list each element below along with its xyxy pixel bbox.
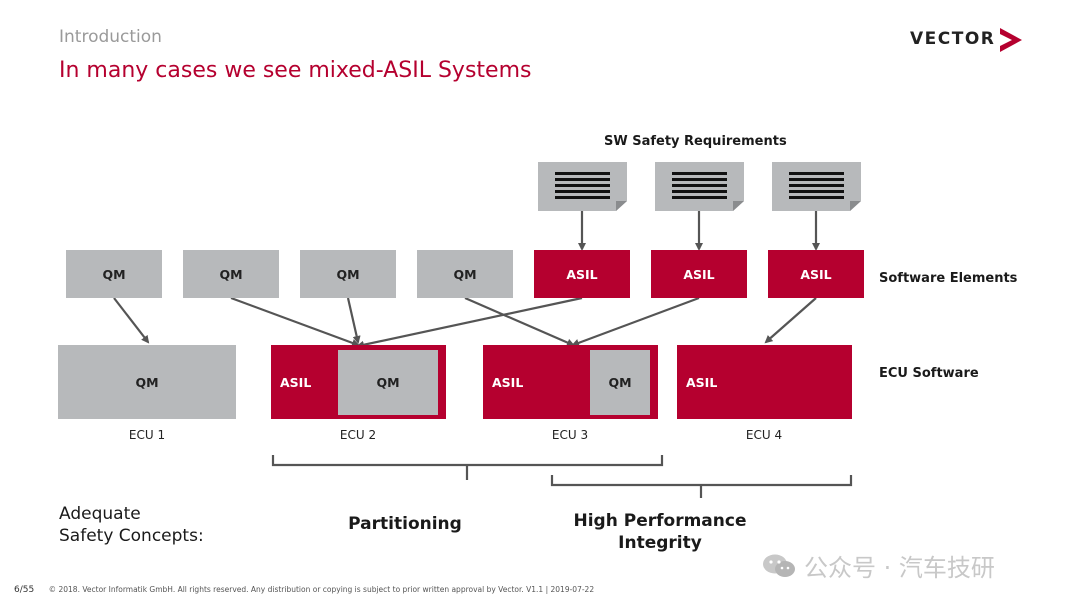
hpi-line2: Integrity [618,533,702,553]
requirement-document-icon [772,162,861,211]
concepts-line1: Adequate [59,504,141,524]
ecu1-name: ECU 1 [128,428,166,442]
ecu4-software: ASIL [677,345,852,419]
ecu2-qm-label: QM [376,375,400,390]
sw-safety-requirements-label: SW Safety Requirements [604,134,787,149]
concepts-line2: Safety Concepts: [59,526,204,546]
ecu-software-label: ECU Software [879,366,979,381]
ecu4-name: ECU 4 [745,428,783,442]
ecu3-qm-partition: QM [590,350,650,415]
hpi-line1: High Performance [573,511,747,531]
section-title: Introduction [59,27,162,47]
ecu2-qm-partition: QM [338,350,438,415]
vector-logo: VECTOR [910,27,1030,53]
software-element-qm: QM [183,250,279,298]
safety-concepts-heading: Adequate Safety Concepts: [59,503,204,547]
requirement-document-icon [655,162,744,211]
ecu3-asil-label: ASIL [492,375,524,390]
logo-chevron-icon [1000,28,1022,52]
ecu3-qm-label: QM [608,375,632,390]
watermark-text: 公众号 · 汽车技研 [804,554,995,582]
high-performance-integrity-label: High Performance Integrity [560,510,760,554]
ecu1-software: QM [58,345,236,419]
copyright-text: © 2018. Vector Informatik GmbH. All righ… [48,585,595,594]
ecu3-name: ECU 3 [551,428,589,442]
software-elements-label: Software Elements [879,271,1018,286]
ecu2-asil-label: ASIL [280,375,312,390]
slide-title: In many cases we see mixed-ASIL Systems [59,58,532,83]
ecu2-name: ECU 2 [339,428,377,442]
software-element-qm: QM [66,250,162,298]
software-element-asil: ASIL [651,250,747,298]
partitioning-label: Partitioning [348,514,462,534]
software-element-asil: ASIL [768,250,864,298]
footer: 6/55 © 2018. Vector Informatik GmbH. All… [14,585,594,595]
ecu2-software: ASIL QM [271,345,446,419]
ecu4-asil-label: ASIL [686,375,718,390]
watermark: 公众号 · 汽车技研 [762,548,995,583]
software-element-qm: QM [300,250,396,298]
software-element-asil: ASIL [534,250,630,298]
page-number: 6/55 [14,585,35,595]
ecu1-qm-label: QM [135,374,159,390]
ecu3-software: ASIL QM [483,345,658,419]
requirement-document-icon [538,162,627,211]
wechat-icon [763,554,795,577]
software-element-qm: QM [417,250,513,298]
logo-text: VECTOR [910,29,996,49]
